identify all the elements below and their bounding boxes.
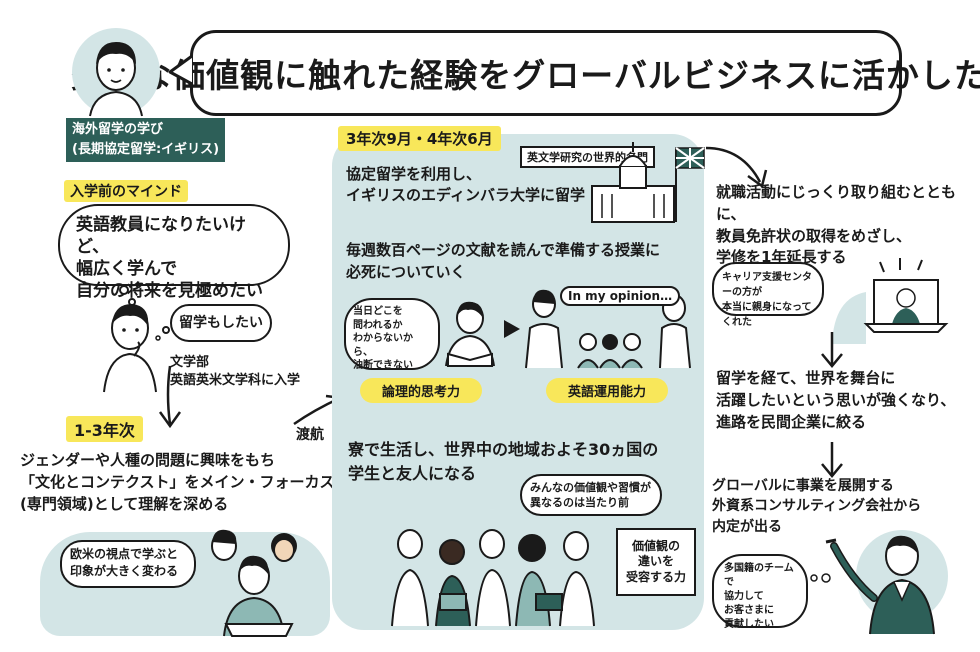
years-text-line: 「文化とコンテクスト」をメイン・フォーカス (20, 472, 335, 491)
career-step1-line: 教員免許状の取得をめざし、 (716, 226, 912, 245)
small-thought-text: 留学もしたい (179, 314, 263, 331)
down-arrow-icon (821, 332, 843, 368)
career-step3-line: 内定が出る (712, 518, 782, 535)
play-arrow-icon (504, 320, 520, 338)
final-thought-line: 多国籍のチームで (724, 563, 794, 588)
years-text-line: (専門領域)として理解を深める (20, 494, 229, 513)
thought-dots (155, 326, 170, 341)
reading-student-illustration (445, 301, 495, 367)
career-step1-line: 学修を1年延長する (716, 248, 847, 267)
travel-label: 渡航 (296, 427, 324, 443)
years-bubble-line: 欧米の視点で学ぶと (70, 547, 179, 561)
friends-illustration (391, 529, 595, 627)
dorm-bubble-line: みんなの価値観や習慣が (530, 481, 651, 494)
career-arrow-icon (705, 146, 768, 189)
university-building-icon (591, 142, 705, 223)
abroad-classes-line: 毎週数百ページの文献を読んで準備する授業に (346, 241, 660, 259)
career-step3-line: 外資系コンサルティング会社から (712, 498, 922, 515)
profile-tag: 海外留学の学び (長期協定留学:イギリス) (66, 118, 226, 162)
skill-badge-logic: 論理的思考力 (360, 378, 483, 403)
abroad-classes: 毎週数百ページの文献を読んで準備する授業に 必死についていく (346, 240, 660, 284)
abroad-dorm-line: 学生と友人になる (348, 464, 477, 483)
final-thought-line: 協力して (724, 591, 764, 602)
student-thought-line: わからないから、 (353, 333, 413, 358)
career-step3-line: グローバルに事業を展開する (712, 478, 894, 494)
avatar (72, 28, 160, 117)
page-title: 多様な価値観に触れた経験をグローバルビジネスに活かしたい (70, 56, 980, 95)
abroad-intro-line: イギリスのエディンバラ大学に留学 (346, 186, 585, 204)
small-thought: 留学もしたい (170, 304, 272, 342)
pre-entry-thought-line: 英語教員になりたいけど、 (76, 215, 246, 258)
accept-note-line: 受容する力 (625, 569, 686, 584)
career-step3: グローバルに事業を展開する 外資系コンサルティング会社から 内定が出る (712, 476, 921, 537)
career-step1-line: 就職活動にじっくり取り組むとともに、 (716, 183, 957, 223)
years-bubble: 欧米の視点で学ぶと 印象が大きく変わる (60, 540, 196, 588)
career-step2-line: 留学を経て、世界を舞台に (716, 369, 896, 387)
pre-entry-label: 入学前のマインド (64, 180, 188, 202)
classroom-illustration (211, 529, 297, 637)
career-step2-line: 活躍したいという思いが強くなり、 (716, 390, 956, 409)
final-thought-line: お客さまに (724, 605, 774, 616)
career-step1: 就職活動にじっくり取り組むとともに、 教員免許状の取得をめざし、 学修を1年延長… (716, 182, 980, 269)
years-bubble-line: 印象が大きく変わる (70, 563, 179, 578)
years-text: ジェンダーや人種の問題に興味をもち 「文化とコンテクスト」をメイン・フォーカス … (20, 450, 335, 515)
center-note: キャリア支援センターの方が 本当に親身になってくれた (712, 262, 824, 328)
accept-note-line: 価値観の (631, 538, 680, 553)
laptop-consultation-illustration (832, 258, 949, 344)
abroad-intro: 協定留学を利用し、 イギリスのエディンバラ大学に留学 (346, 164, 585, 206)
pre-entry-thought-line: 幅広く学んで (76, 259, 178, 280)
center-note-line: キャリア支援センターの方が (722, 272, 812, 298)
student-thought-line: 問われるか (353, 319, 403, 331)
center-note-line: 本当に親身になってくれた (722, 302, 812, 328)
accept-note-line: 違いを (637, 554, 674, 569)
student-thought-line: 当日どこを (353, 306, 403, 317)
title-bubble-tail (168, 54, 193, 86)
abroad-dorm-line: 寮で生活し、世界中の地域およそ30ヵ国の (348, 440, 659, 459)
pre-entry-thought: 英語教員になりたいけど、 幅広く学んで 自分の将来を見極めたい (58, 204, 290, 301)
dorm-bubble: みんなの価値観や習慣が 異なるのは当たり前 (520, 474, 662, 516)
down-arrow-icon (821, 442, 843, 478)
career-step2-line: 進路を民間企業に絞る (716, 412, 867, 431)
admission-line: 英語英米文学科に入学 (170, 373, 301, 389)
final-thought-line: 貢献したい (724, 619, 774, 630)
businessman-illustration (825, 530, 948, 635)
title-bubble: 多様な価値観に触れた経験をグローバルビジネスに活かしたい (70, 30, 980, 116)
abroad-dorm: 寮で生活し、世界中の地域およそ30ヵ国の 学生と友人になる (348, 438, 658, 486)
years-label: 1-3年次 (66, 416, 143, 442)
profile-tag-line2: (長期協定留学:イギリス) (72, 142, 220, 157)
down-arrow-icon (158, 365, 182, 429)
career-step2: 留学を経て、世界を舞台に 活躍したいという思いが強くなり、 進路を民間企業に絞る (716, 368, 955, 433)
admission-line: 文学部 (170, 355, 210, 370)
student-thought-line: 油断できない (353, 360, 413, 371)
admission-text: 文学部 英語英米文学科に入学 (170, 354, 300, 390)
abroad-intro-line: 協定留学を利用し、 (346, 165, 482, 183)
abroad-classes-line: 必死についていく (346, 262, 466, 281)
skill-badge-english: 英語運用能力 (546, 378, 669, 403)
student-illustration (103, 304, 157, 393)
thought-dots (810, 573, 831, 583)
years-text-line: ジェンダーや人種の問題に興味をもち (20, 451, 276, 469)
accept-note: 価値観の 違いを 受容する力 (616, 528, 696, 596)
profile-tag-line1: 海外留学の学び (72, 122, 164, 137)
dorm-bubble-line: 異なるのは当たり前 (530, 496, 629, 510)
final-thought: 多国籍のチームで 協力して お客さまに 貢献したい (712, 554, 808, 630)
speech-bubble: In my opinion… (560, 286, 681, 306)
student-thought: 当日どこを 問われるか わからないから、 油断できない (344, 298, 440, 371)
abroad-period: 3年次9月・4年次6月 (338, 126, 501, 151)
